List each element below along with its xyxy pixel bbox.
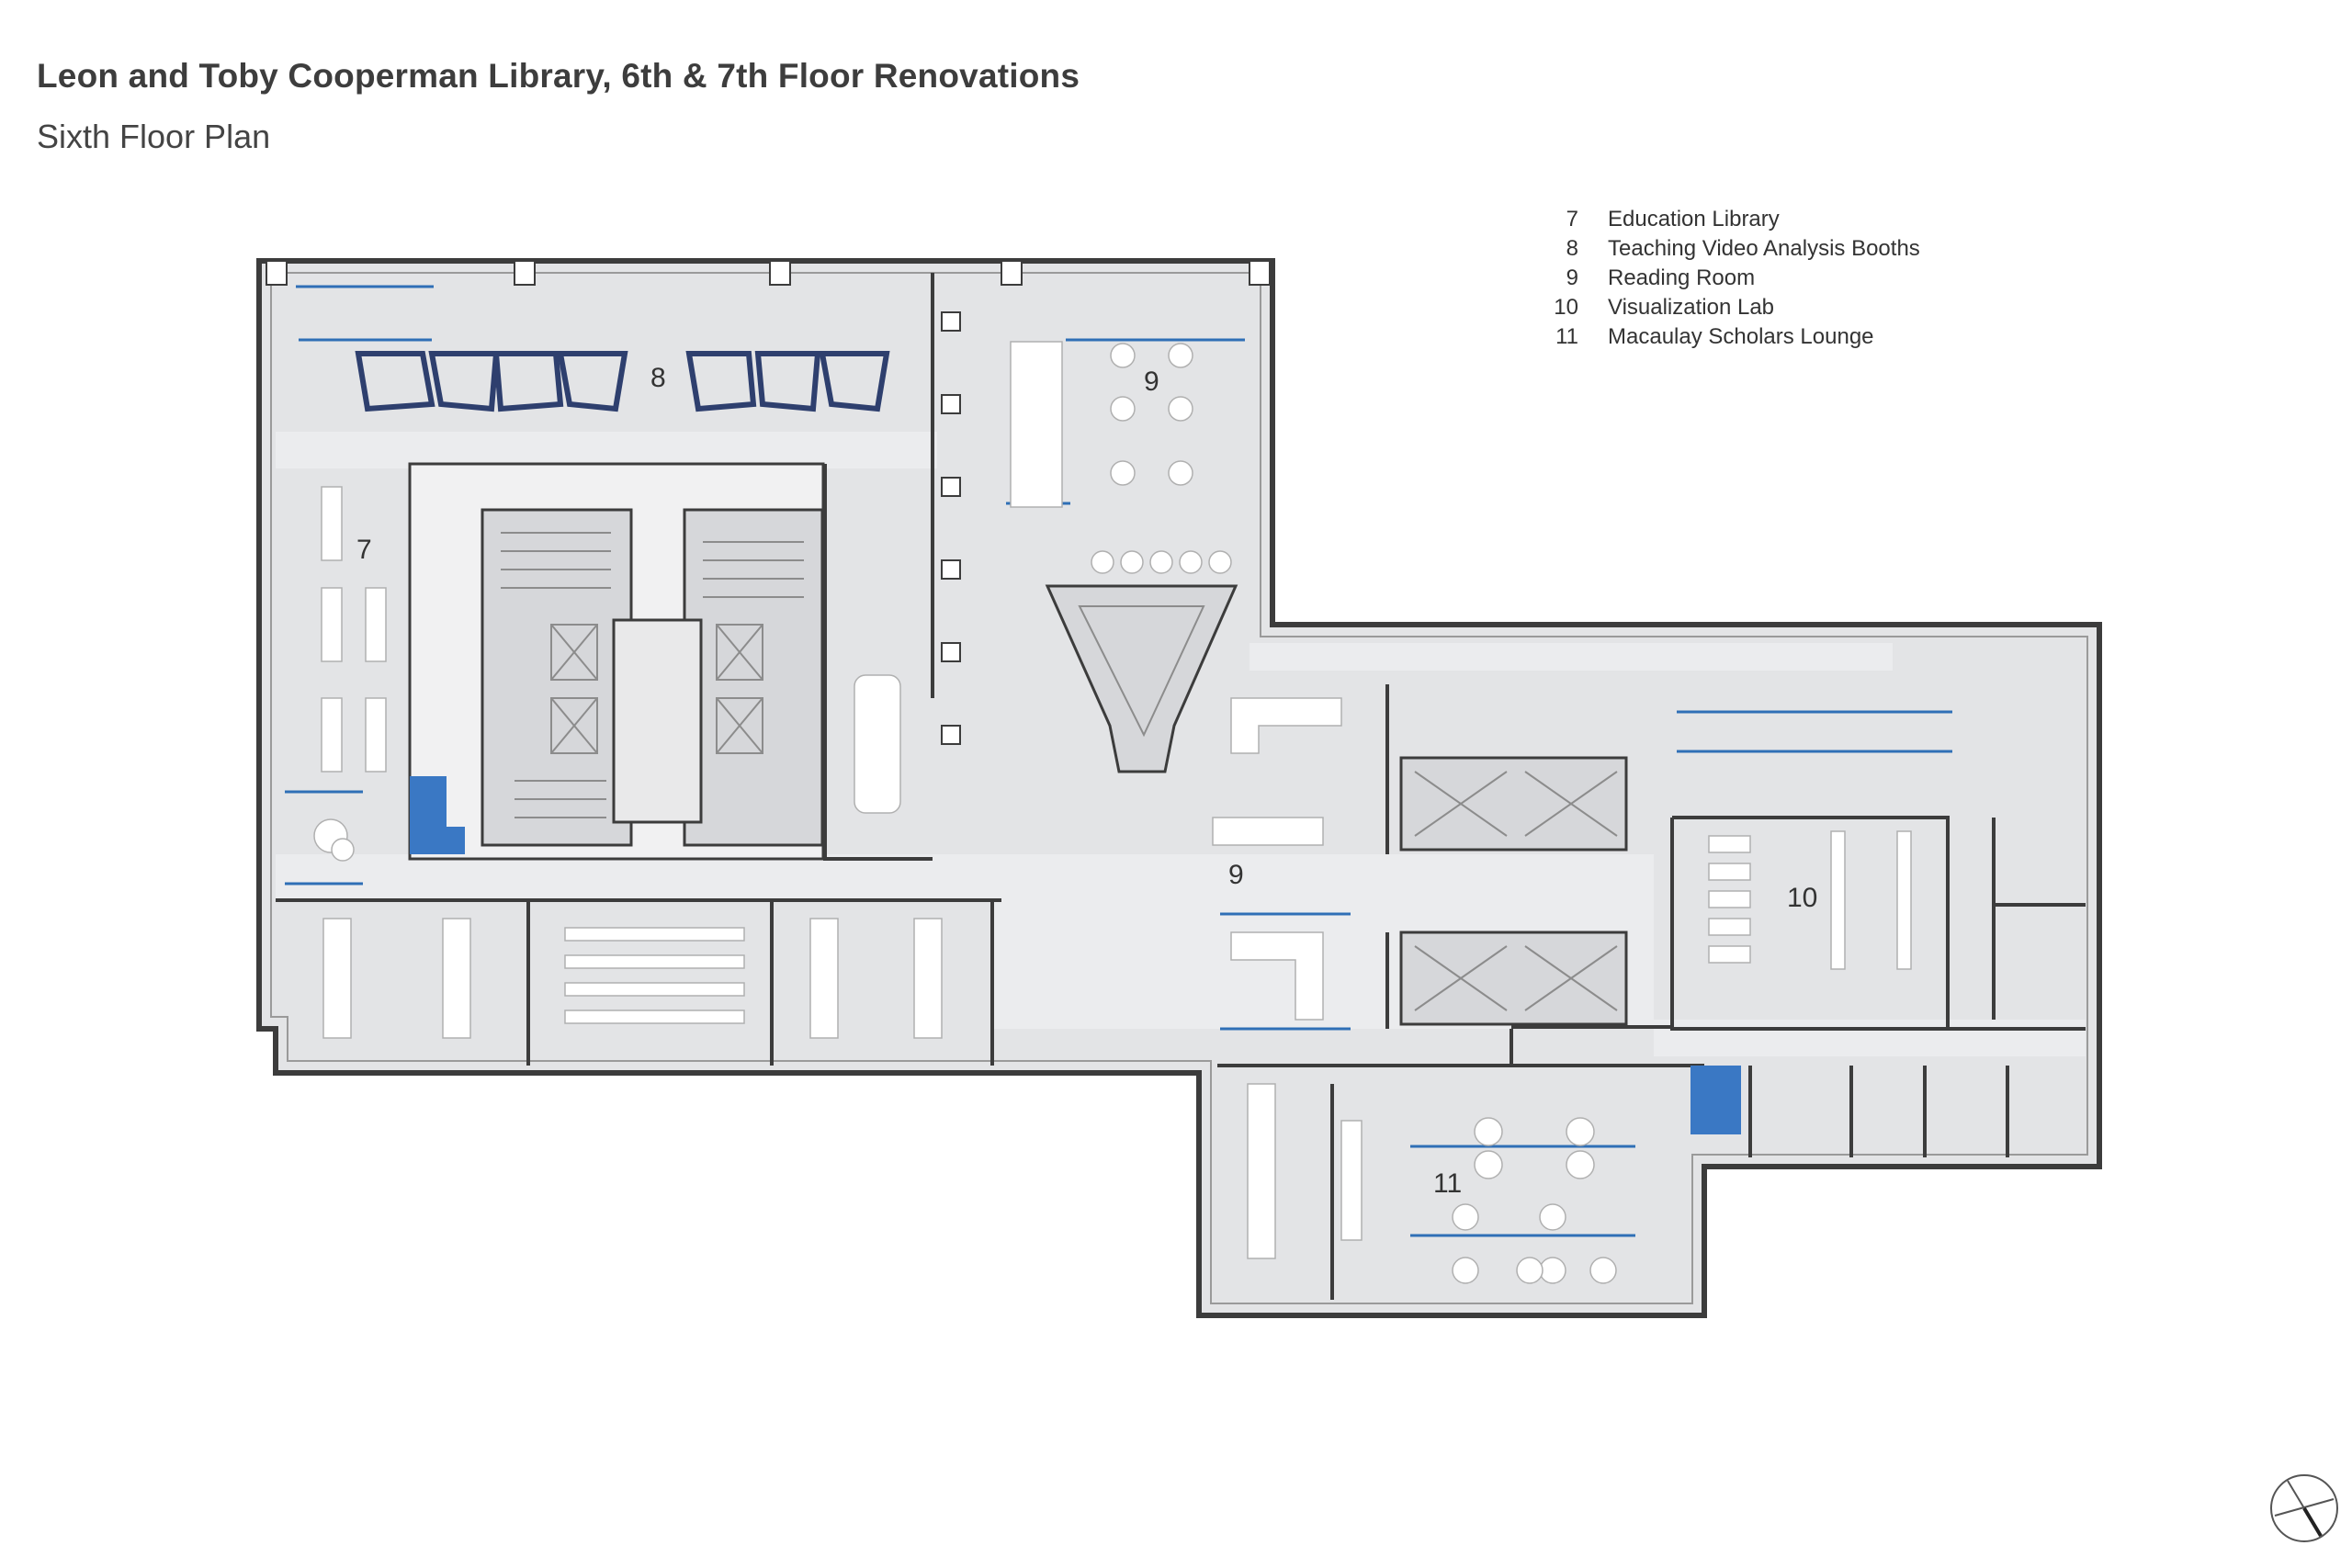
room-legend: 7 Education Library 8 Teaching Video Ana… <box>1534 205 1920 352</box>
legend-label: Education Library <box>1608 207 1780 231</box>
page-title: Leon and Toby Cooperman Library, 6th & 7… <box>37 57 1080 95</box>
furniture <box>321 341 1912 1259</box>
teaching-booths <box>355 351 890 412</box>
building-core <box>408 462 825 861</box>
legend-item: 7 Education Library <box>1534 205 1920 234</box>
room-label-reading-room: 9 <box>1228 860 1244 890</box>
room-label-booths: 8 <box>650 363 666 393</box>
room-label-education-library: 7 <box>356 535 372 565</box>
legend-label: Macaulay Scholars Lounge <box>1608 324 1874 349</box>
facade-windows <box>266 260 1271 745</box>
legend-number: 10 <box>1554 295 1578 320</box>
interior-walls <box>276 273 2086 1300</box>
legend-number: 7 <box>1566 207 1578 231</box>
legend-item: 9 Reading Room <box>1534 264 1920 293</box>
legend-label: Visualization Lab <box>1608 295 1775 320</box>
legend-number: 9 <box>1566 265 1578 290</box>
north-arrow-icon <box>2270 1474 2338 1542</box>
room-label-scholars-lounge: 11 <box>1433 1168 1462 1199</box>
blue-service-rooms <box>410 776 1741 1134</box>
east-core <box>1399 756 1628 1026</box>
feature-stair <box>1045 584 1238 773</box>
room-label-reading-room-north: 9 <box>1144 367 1159 397</box>
legend-item: 10 Visualization Lab <box>1534 293 1920 322</box>
legend-number: 8 <box>1566 236 1578 261</box>
legend-item: 11 Macaulay Scholars Lounge <box>1534 322 1920 352</box>
legend-item: 8 Teaching Video Analysis Booths <box>1534 234 1920 264</box>
round-tables <box>313 343 1617 1284</box>
page-subtitle: Sixth Floor Plan <box>37 118 271 155</box>
room-label-visualization-lab: 10 <box>1787 883 1817 913</box>
legend-label: Reading Room <box>1608 265 1756 290</box>
legend-label: Teaching Video Analysis Booths <box>1608 236 1920 261</box>
legend-number: 11 <box>1555 324 1578 349</box>
blue-accents <box>285 285 1952 1237</box>
